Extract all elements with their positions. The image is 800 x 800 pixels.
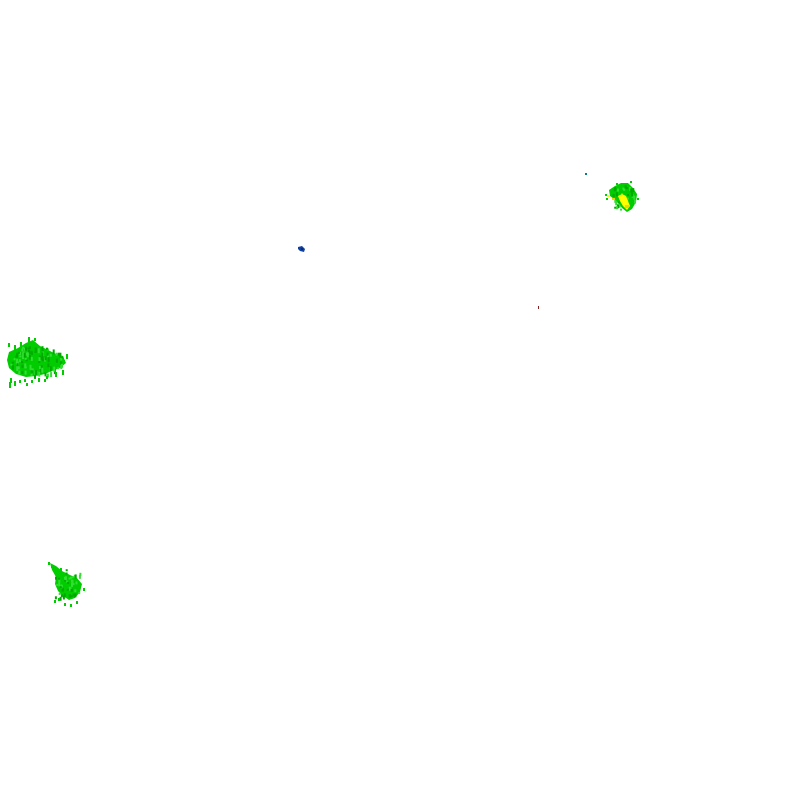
echo-cluster-northeast [605, 181, 639, 212]
echo-speck-northeast-teal [585, 173, 587, 175]
echo-cluster-west [7, 337, 68, 388]
echo-speck-central-blue [298, 246, 305, 252]
echo-speck-central-maroon [538, 306, 539, 309]
echo-cluster-southwest [48, 562, 85, 607]
